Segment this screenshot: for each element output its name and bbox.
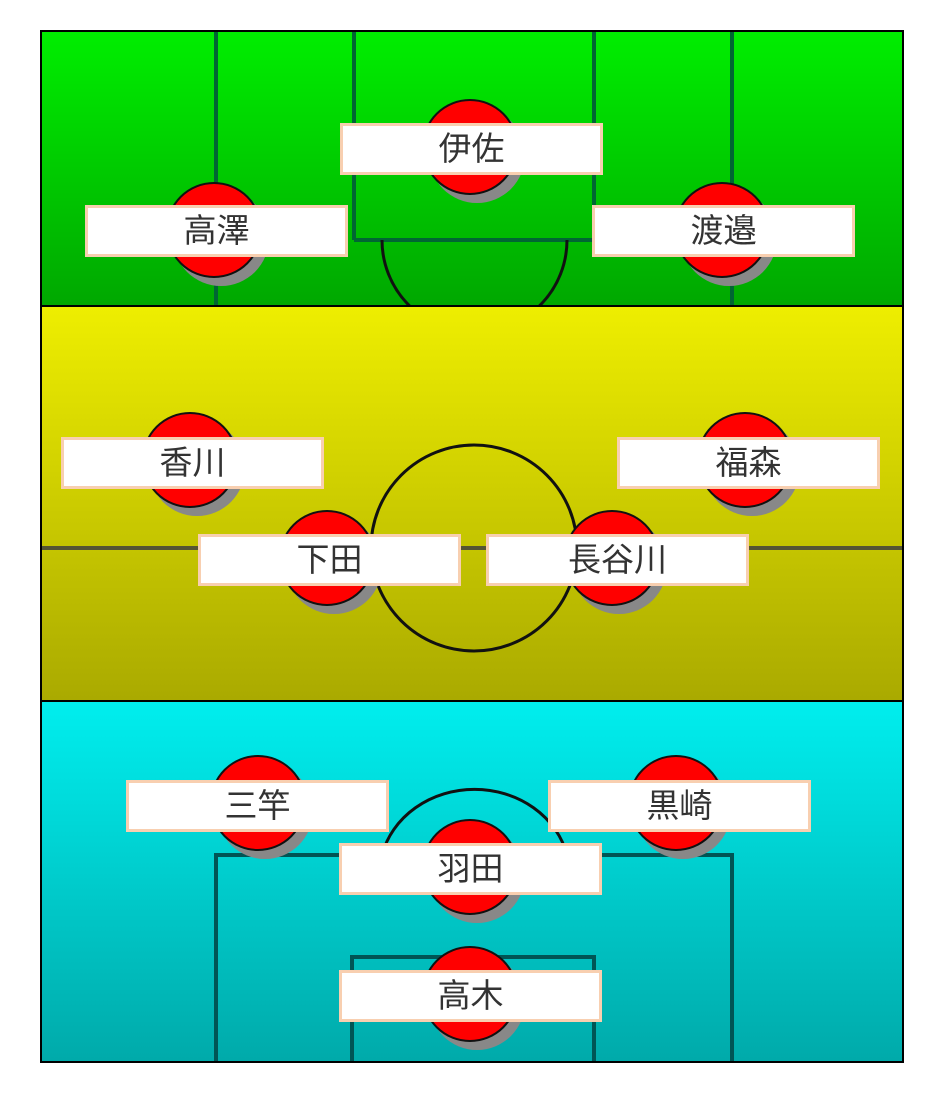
player-name[interactable]: 三竿: [126, 780, 389, 832]
player-name[interactable]: 高澤: [85, 205, 348, 257]
player-name[interactable]: 渡邉: [592, 205, 855, 257]
player-name[interactable]: 高木: [339, 970, 602, 1022]
player-name[interactable]: 羽田: [339, 843, 602, 895]
player-name[interactable]: 長谷川: [486, 534, 749, 586]
player-name[interactable]: 香川: [61, 437, 324, 489]
player-name[interactable]: 黒崎: [548, 780, 811, 832]
player-name[interactable]: 福森: [617, 437, 880, 489]
player-name[interactable]: 伊佐: [340, 123, 603, 175]
player-name[interactable]: 下田: [198, 534, 461, 586]
